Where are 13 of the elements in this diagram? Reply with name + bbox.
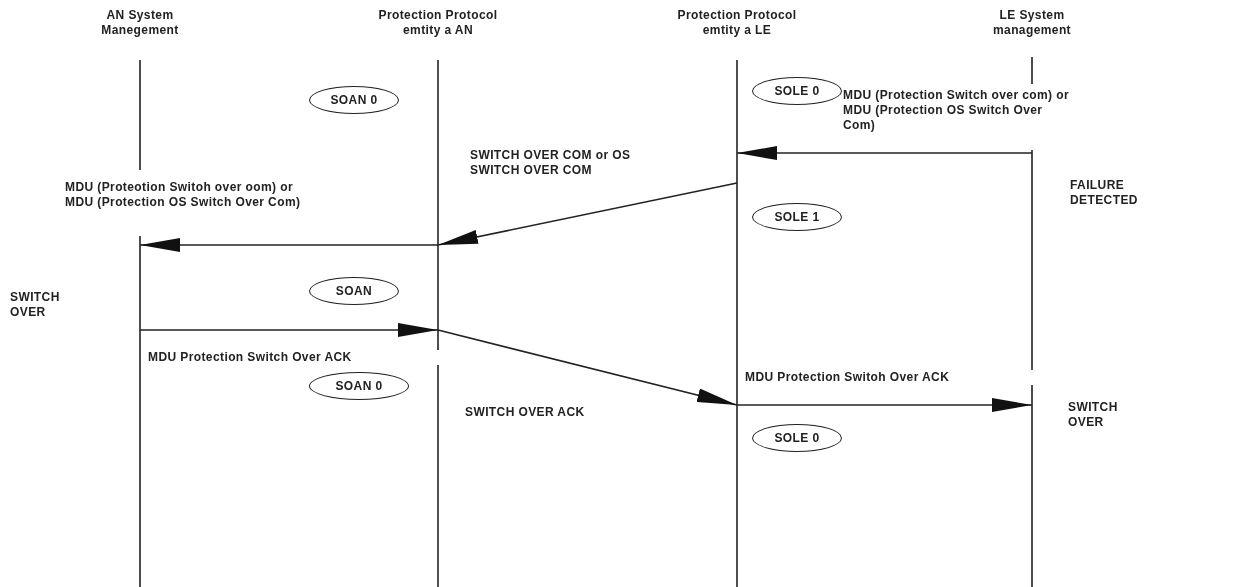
- arrow: [139, 238, 439, 252]
- state-note: SWITCH OVER: [10, 290, 61, 320]
- arrow: [437, 182, 738, 246]
- arrow: [736, 146, 1033, 160]
- arrow: [139, 323, 439, 337]
- state-note: SWITCH OVER: [1068, 400, 1119, 430]
- arrow: [437, 329, 738, 406]
- lifeline-header: AN System Manegement: [100, 8, 180, 38]
- lifeline-header: Protection Protocol emtity a LE: [676, 8, 798, 38]
- state-note: FAILURE DETECTED: [1070, 178, 1139, 208]
- lifeline-header: Protection Protocol emtity a AN: [377, 8, 499, 38]
- arrow: [736, 398, 1033, 412]
- lifeline-header: LE System management: [992, 8, 1072, 38]
